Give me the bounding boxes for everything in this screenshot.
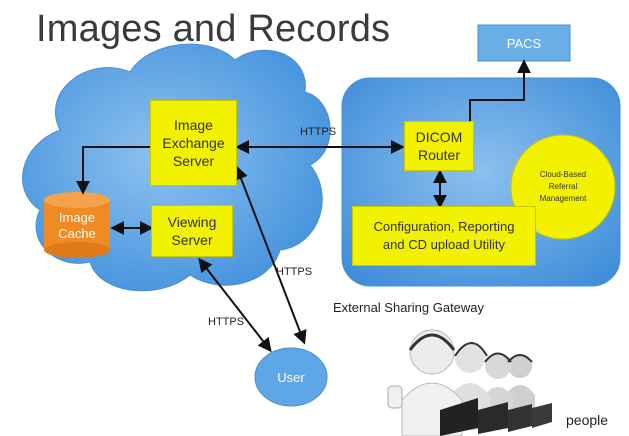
https-label-top: HTTPS xyxy=(300,126,337,138)
referral-shape xyxy=(510,134,616,240)
people-label: people xyxy=(566,412,609,428)
gateway-label: External Sharing Gateway xyxy=(333,300,485,315)
arrow-dicom-pacs xyxy=(469,59,531,121)
page-title: Images and Records xyxy=(36,8,391,50)
user-label: User xyxy=(277,369,305,385)
viewing-server: Viewing Server xyxy=(151,205,233,257)
pacs-shape xyxy=(477,24,571,62)
https-label-left: HTTPS xyxy=(208,316,245,328)
people-illustration xyxy=(387,329,552,436)
connector-lines xyxy=(76,59,531,353)
arrow-viewing-user xyxy=(198,257,272,353)
referral-label: Cloud-Based Referral Management xyxy=(539,170,587,203)
config-utility: Configuration, Reporting and CD upload U… xyxy=(352,206,536,266)
image-cache-shape xyxy=(44,192,110,258)
arrow-exchange-user xyxy=(234,165,307,345)
arrow-exchange-cache xyxy=(76,146,150,195)
image-exchange-server: Image Exchange Server xyxy=(150,100,237,186)
pacs-label: PACS xyxy=(506,35,542,51)
user-shape xyxy=(254,347,328,407)
https-label-right: HTTPS xyxy=(276,266,313,278)
dicom-router: DICOM Router xyxy=(404,121,474,171)
image-cache-label: Image Cache xyxy=(58,210,96,241)
